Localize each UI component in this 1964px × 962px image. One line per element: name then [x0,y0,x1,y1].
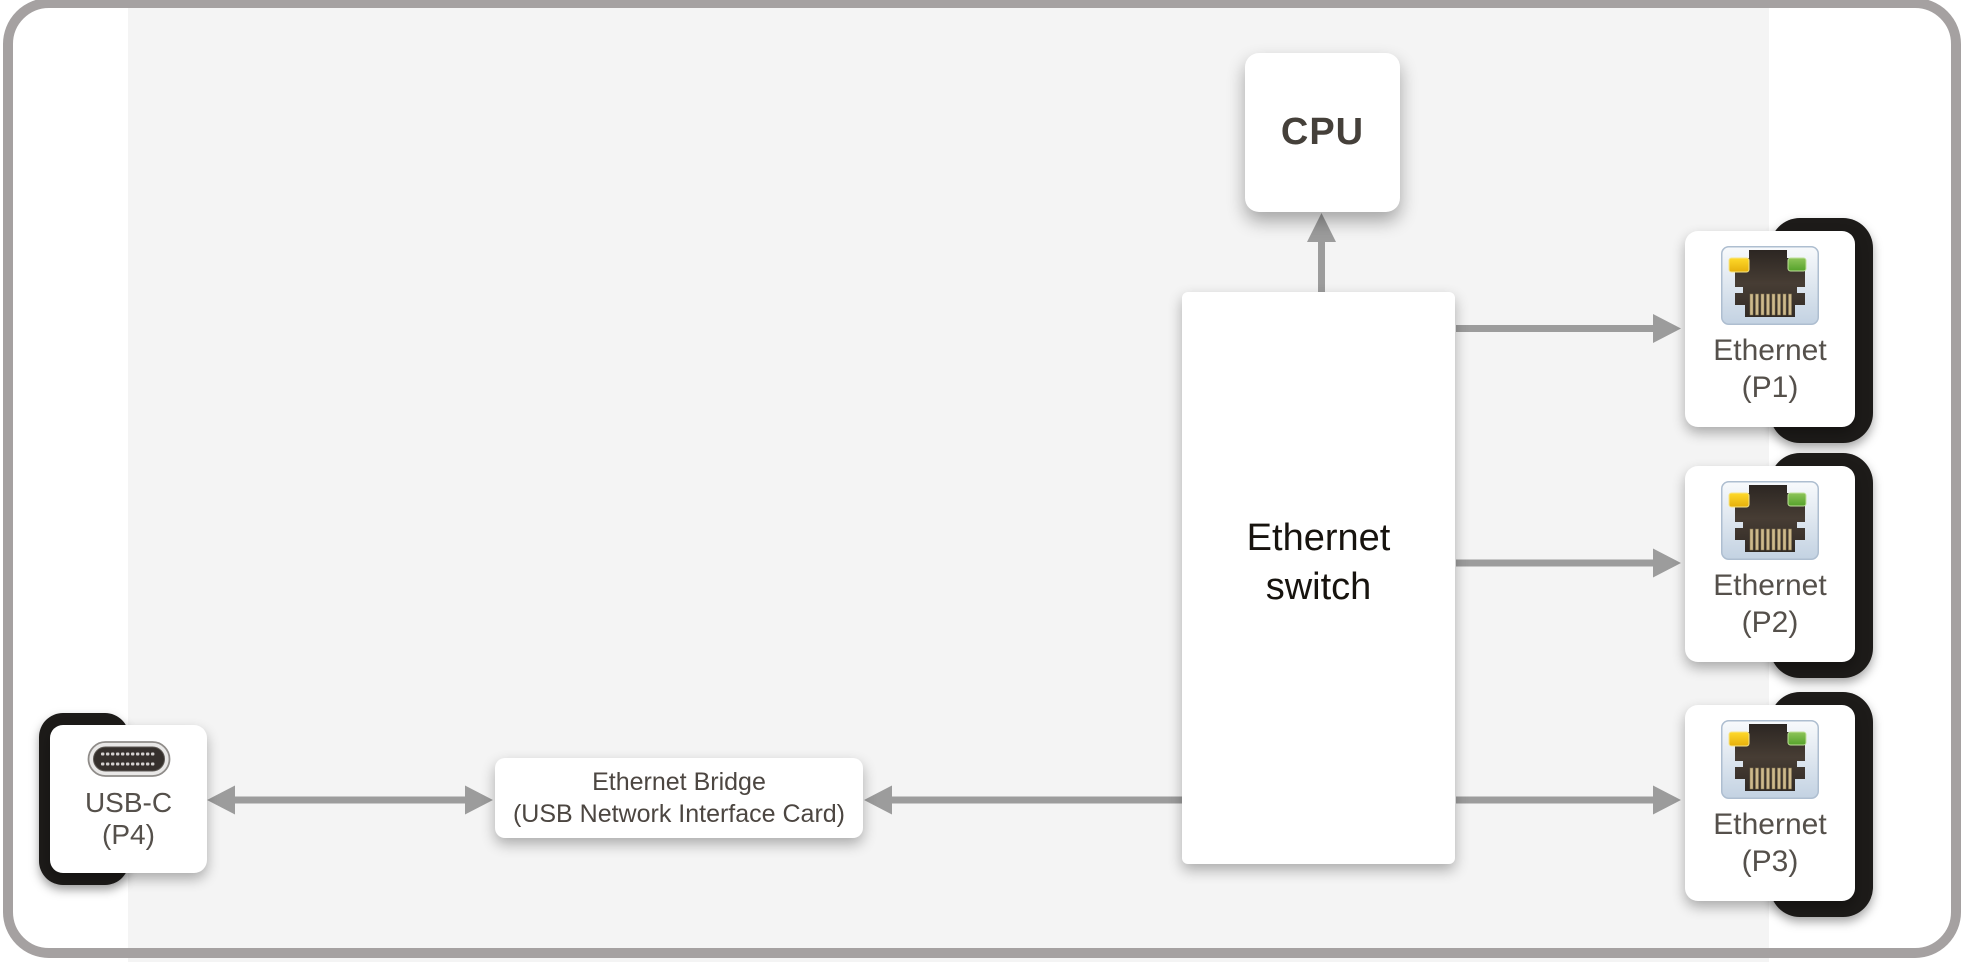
ethernet-switch-box: Ethernet switch [1182,292,1455,864]
rj45-jack-icon [1721,720,1819,799]
ethernet-port-p3: Ethernet (P3) [1685,692,1873,917]
rj45-jack-icon [1721,481,1819,560]
port-card: Ethernet (P3) [1685,705,1855,901]
cpu-box: CPU [1245,53,1400,212]
ethernet-port-p2: Ethernet (P2) [1685,453,1873,678]
arrowhead-up-cpu [1307,213,1336,242]
port-card: Ethernet (P1) [1685,231,1855,427]
ethernet-bridge-box: Ethernet Bridge (USB Network Interface C… [495,758,863,838]
port-label: Ethernet (P3) [1713,808,1827,878]
arrowhead-right-bridge [465,785,493,815]
arrowhead-left-usb [207,785,235,815]
usb-c-connector-icon [87,741,170,777]
arrowhead-right-p3 [1653,785,1681,815]
arrowhead-right-p1 [1653,314,1681,343]
port-card: USB-C (P4) [50,725,207,873]
ethernet-bridge-label: Ethernet Bridge (USB Network Interface C… [512,768,846,828]
port-label: Ethernet (P1) [1713,334,1827,404]
port-card: Ethernet (P2) [1685,466,1855,662]
rj45-jack-icon [1721,246,1819,325]
port-label: USB-C (P4) [84,787,173,851]
arrowhead-right-p2 [1653,548,1681,578]
arrowhead-left-bridge [864,785,892,815]
port-label: Ethernet (P2) [1713,569,1827,639]
ethernet-switch-label: Ethernet switch [1246,517,1391,608]
usb-c-port-p4: USB-C (P4) [39,713,207,885]
ethernet-port-p1: Ethernet (P1) [1685,218,1873,443]
cpu-label: CPU [1280,111,1365,153]
